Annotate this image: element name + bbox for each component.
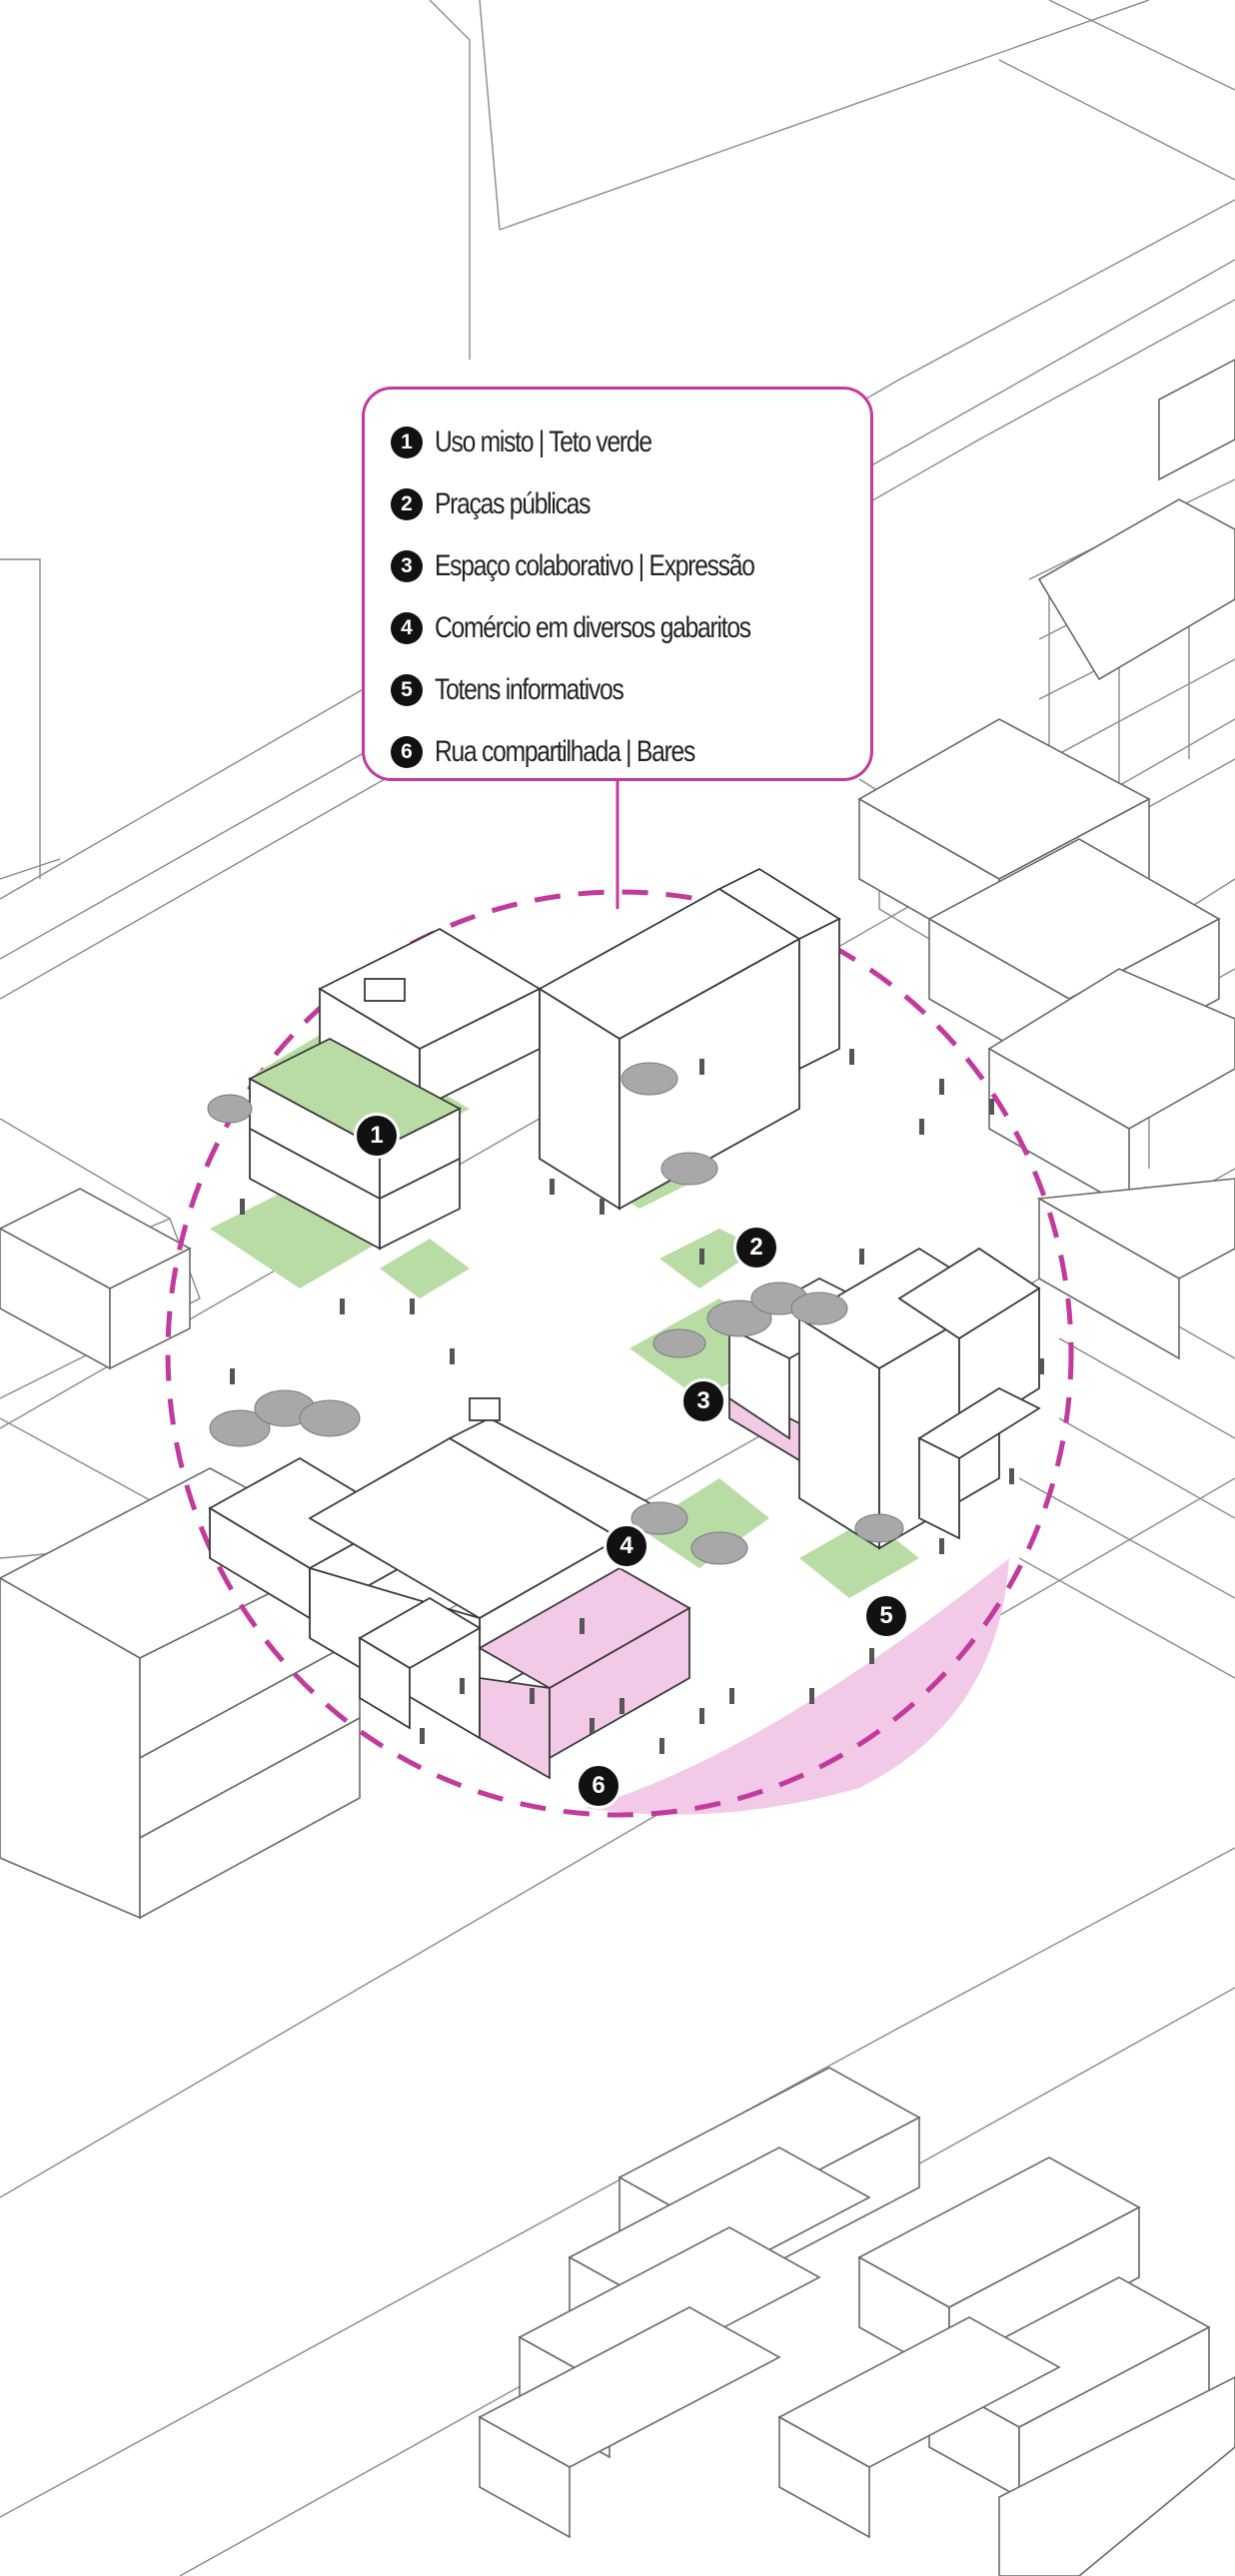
diagram-marker-6: 6	[576, 1763, 621, 1809]
legend-number: 4	[391, 612, 423, 644]
legend-number: 5	[391, 674, 423, 706]
legend-item: 1 Uso misto | Teto verde	[391, 412, 852, 473]
diagram-marker-3: 3	[680, 1378, 726, 1424]
diagram-marker-1: 1	[354, 1113, 400, 1159]
legend-number: 1	[391, 427, 423, 458]
legend-item: 2 Praças públicas	[391, 473, 852, 535]
diagram-marker-4: 4	[604, 1523, 649, 1569]
legend-item: 5 Totens informativos	[391, 659, 852, 721]
legend-item: 3 Espaço colaborativo | Expressão	[391, 535, 852, 597]
legend-box: 1 Uso misto | Teto verde 2 Praças públic…	[362, 387, 873, 781]
legend-number: 6	[391, 736, 423, 768]
legend-number: 2	[391, 488, 423, 520]
legend-label: Rua compartilhada | Bares	[435, 735, 694, 769]
lower-building-cluster	[480, 2068, 1235, 2576]
legend-label: Totens informativos	[435, 673, 623, 707]
diagram-marker-5: 5	[863, 1593, 909, 1639]
legend-label: Praças públicas	[435, 487, 590, 521]
diagram-marker-2: 2	[733, 1225, 779, 1271]
right-building-blocks	[859, 360, 1235, 1358]
legend-label: Comércio em diversos gabaritos	[435, 611, 750, 645]
legend-label: Espaço colaborativo | Expressão	[435, 549, 754, 583]
legend-item: 6 Rua compartilhada | Bares	[391, 721, 852, 783]
legend-label: Uso misto | Teto verde	[435, 426, 651, 459]
legend-item: 4 Comércio em diversos gabaritos	[391, 597, 852, 659]
legend-number: 3	[391, 550, 423, 582]
